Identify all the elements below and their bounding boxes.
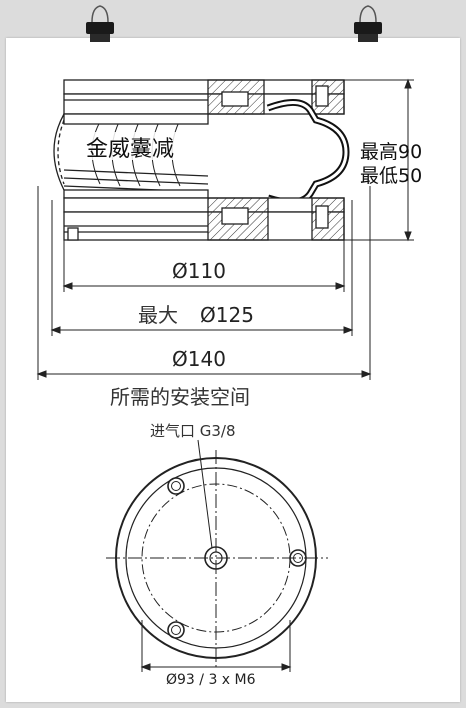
side-view [53,79,350,241]
top-view [106,450,328,668]
dim-110-label: Ø110 [172,259,226,283]
overlay-title: 金威囊减 [86,137,174,162]
dim-125-line [50,200,354,336]
dim-93-line [140,620,292,672]
dim-140-label: Ø140 [172,347,226,371]
space-required-label: 所需的安装空间 [110,385,250,409]
bolt-circle-label: Ø93 / 3 x M6 [166,672,256,688]
dim-110-line [62,240,346,292]
dim-140-line [36,186,372,380]
drawing-sheet [6,38,460,702]
height-min-label: 最低50 [360,165,422,187]
height-max-label: 最高90 [360,141,422,163]
height-dimension [344,78,414,242]
inlet-leader-line [197,439,213,549]
overlay-title-bg [84,132,202,160]
dim-125-label: Ø125 [200,303,254,327]
binder-clip-right-icon [354,5,382,42]
inlet-label: 进气口 G3/8 [150,422,236,440]
binder-clip-left-icon [86,5,114,42]
dim-125-prefix: 最大 [138,303,178,327]
